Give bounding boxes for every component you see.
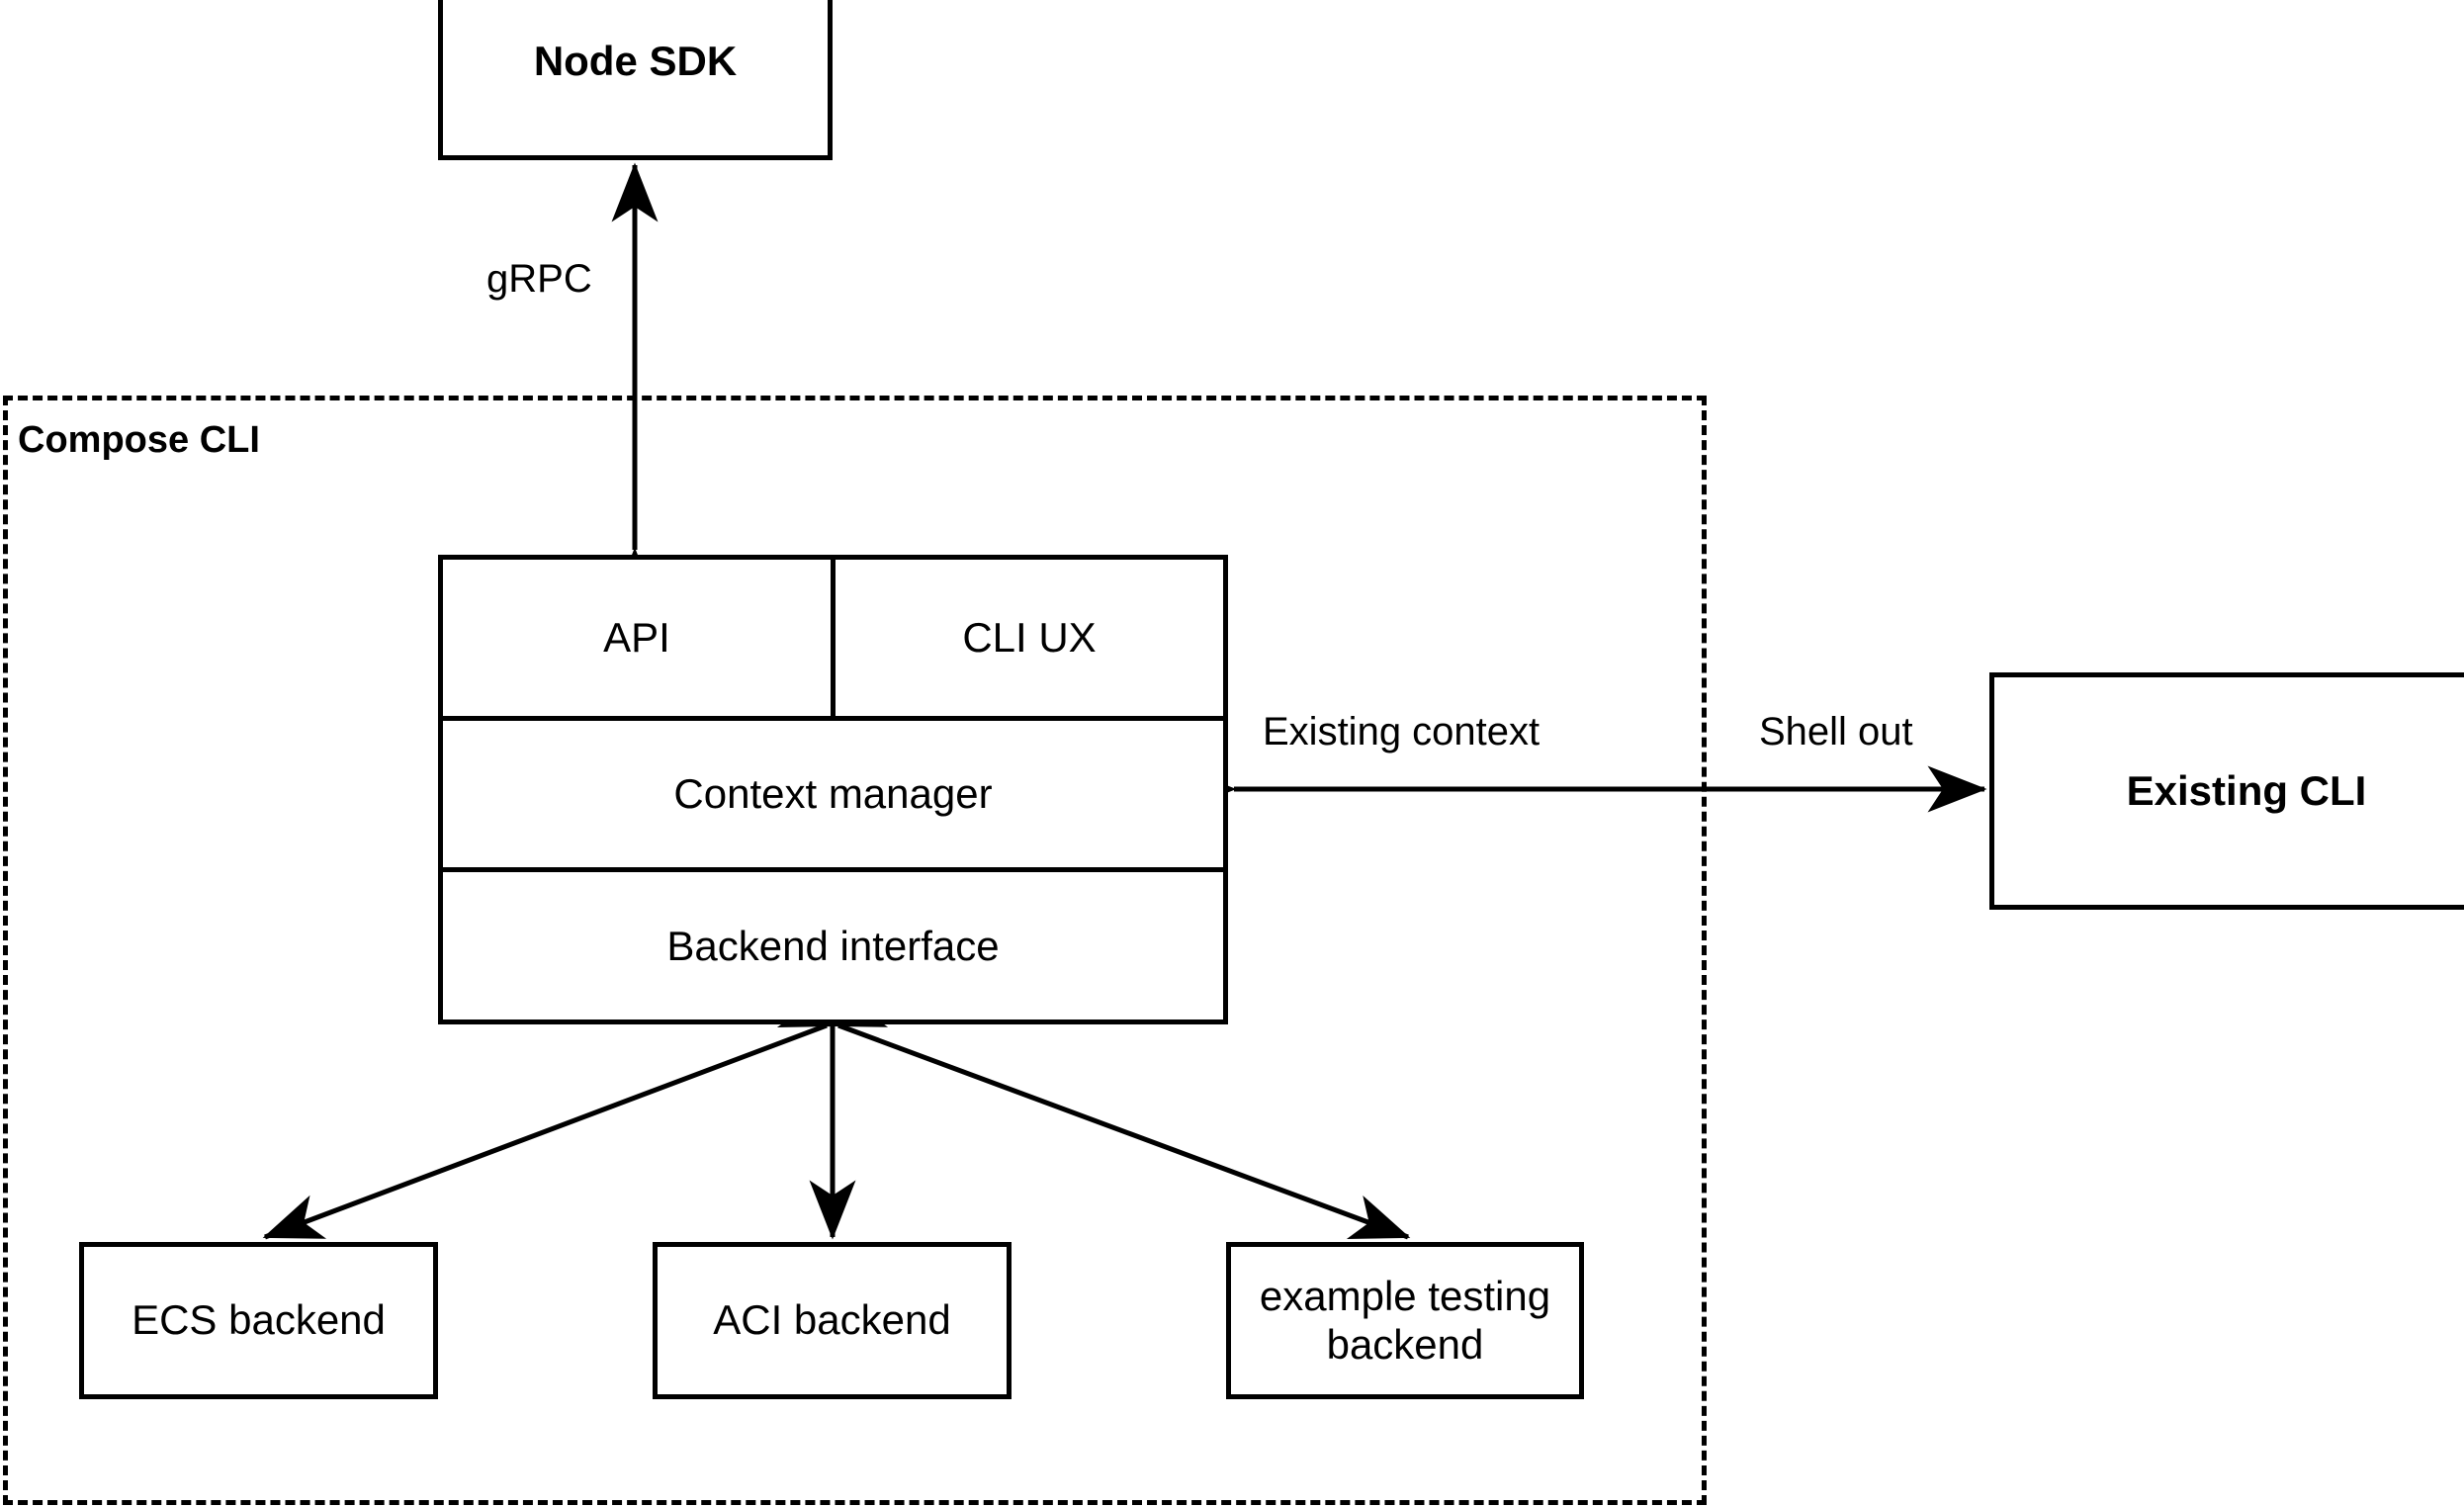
core-stack-row-top: API CLI UX (443, 560, 1223, 716)
core-cell-context-manager-label: Context manager (673, 770, 993, 817)
node-node-sdk[interactable]: Node SDK (438, 0, 833, 160)
core-stack-row-backend-interface: Backend interface (443, 867, 1223, 1019)
core-cell-context-manager[interactable]: Context manager (443, 721, 1223, 867)
node-node-sdk-label: Node SDK (533, 37, 738, 84)
edge-label-existing-context: Existing context (1263, 710, 1540, 754)
core-cell-api-label: API (603, 614, 670, 661)
compose-cli-group (3, 396, 1707, 1505)
node-ecs-backend-label: ECS backend (132, 1296, 386, 1344)
core-stack: API CLI UX Context manager Backend inter… (438, 555, 1228, 1024)
edge-label-grpc: gRPC (486, 257, 592, 301)
core-cell-backend-interface-label: Backend interface (666, 922, 1000, 969)
core-stack-row-context-manager: Context manager (443, 716, 1223, 867)
node-existing-cli-label: Existing CLI (2126, 766, 2367, 814)
node-existing-cli[interactable]: Existing CLI (1989, 672, 2464, 910)
node-example-testing-backend[interactable]: example testing backend (1226, 1242, 1584, 1399)
core-cell-cli-ux[interactable]: CLI UX (831, 560, 1223, 716)
node-aci-backend-label: ACI backend (713, 1296, 951, 1344)
compose-cli-group-label: Compose CLI (18, 419, 260, 461)
node-example-testing-backend-label: example testing backend (1259, 1273, 1551, 1368)
core-cell-api[interactable]: API (443, 560, 831, 716)
node-ecs-backend[interactable]: ECS backend (79, 1242, 438, 1399)
edge-label-shell-out: Shell out (1759, 710, 1913, 754)
core-cell-cli-ux-label: CLI UX (962, 614, 1097, 661)
core-cell-backend-interface[interactable]: Backend interface (443, 872, 1223, 1019)
node-aci-backend[interactable]: ACI backend (653, 1242, 1012, 1399)
